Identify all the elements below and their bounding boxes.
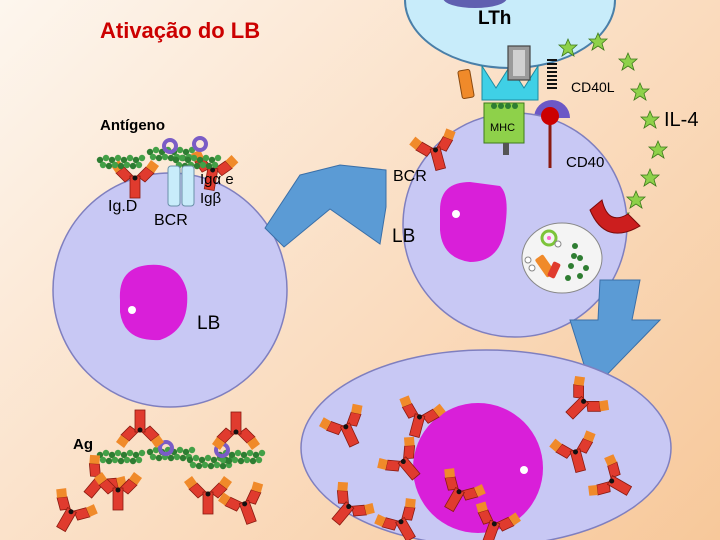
left-b-cell bbox=[52, 136, 288, 408]
ig-beta-label: Igβ bbox=[200, 190, 222, 207]
igd-label: Ig.D bbox=[108, 198, 138, 215]
plasma-cell bbox=[300, 349, 672, 540]
antigen-label: Antígeno bbox=[100, 117, 165, 134]
slide-title: Ativação do LB bbox=[100, 18, 261, 43]
antigen-antibody-complexes bbox=[39, 409, 275, 540]
lth-label: LTh bbox=[478, 8, 512, 29]
ag-label: Ag bbox=[73, 436, 93, 453]
ig-alpha-label: Igα e bbox=[200, 171, 234, 188]
right-b-cell bbox=[402, 102, 641, 338]
cd40l-label: CD40L bbox=[571, 79, 615, 95]
lb-left-label: LB bbox=[197, 313, 221, 334]
mhc-label: MHC bbox=[490, 122, 516, 134]
cd40-label: CD40 bbox=[566, 154, 605, 171]
il4-label: IL-4 bbox=[664, 109, 699, 131]
lth-cell bbox=[404, 0, 616, 118]
proliferation-arrow bbox=[569, 279, 662, 391]
activation-arrow bbox=[264, 164, 387, 248]
bcr-left-label: BCR bbox=[154, 212, 188, 229]
lb-right-label: LB bbox=[392, 226, 416, 247]
bcr-right-label: BCR bbox=[393, 168, 427, 185]
